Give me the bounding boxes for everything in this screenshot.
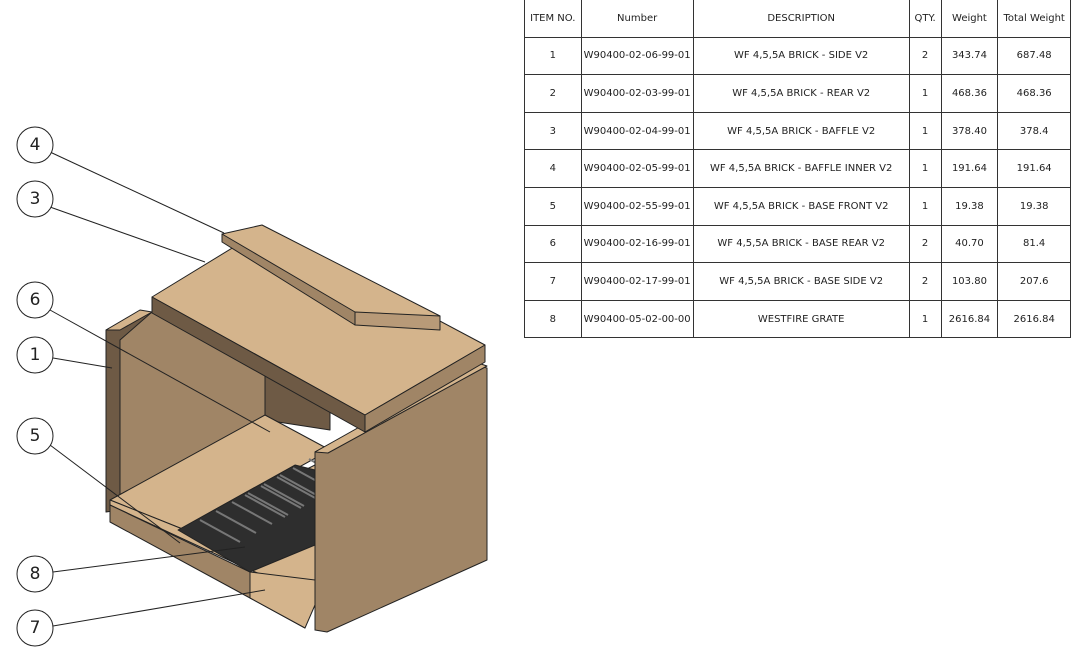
cell-qty: 2 bbox=[908, 36, 942, 76]
balloon-5: 5 bbox=[16, 417, 54, 455]
cell-total-weight: 207.6 bbox=[997, 262, 1071, 301]
cell-total-weight: 191.64 bbox=[997, 149, 1071, 188]
balloon-circle bbox=[16, 609, 54, 647]
header-description: DESCRIPTION bbox=[692, 0, 910, 38]
cell-item-no: 8 bbox=[524, 299, 582, 339]
grate-slot bbox=[260, 485, 302, 509]
isometric-assembly-drawing: 4 3 6 1 5 8 7 bbox=[16, 126, 488, 647]
cell-qty: 1 bbox=[908, 149, 942, 188]
cell-item-no: 7 bbox=[524, 262, 582, 301]
balloon-label: 5 bbox=[30, 426, 41, 446]
header-weight: Weight bbox=[940, 0, 999, 38]
balloon-label: 4 bbox=[30, 135, 41, 155]
grate-slot bbox=[231, 501, 273, 525]
cell-part-number: W90400-05-02-00-00 bbox=[580, 299, 694, 339]
cell-weight: 343.74 bbox=[940, 36, 999, 76]
header-item-no: ITEM NO. bbox=[524, 0, 582, 38]
cell-weight: 19.38 bbox=[940, 186, 999, 226]
grate-slot bbox=[244, 494, 286, 518]
balloon-8: 8 bbox=[16, 555, 54, 593]
balloon-label: 7 bbox=[30, 618, 41, 638]
cell-item-no: 5 bbox=[524, 186, 582, 226]
cell-item-no: 2 bbox=[524, 74, 582, 113]
balloon-circle bbox=[16, 126, 54, 164]
grate-slot bbox=[215, 510, 257, 534]
cell-part-number: W90400-02-04-99-01 bbox=[580, 111, 694, 151]
cell-item-no: 1 bbox=[524, 36, 582, 76]
cell-description: WESTFIRE GRATE bbox=[692, 299, 910, 339]
cell-qty: 1 bbox=[908, 186, 942, 226]
cell-part-number: W90400-02-05-99-01 bbox=[580, 149, 694, 188]
cell-qty: 1 bbox=[908, 111, 942, 151]
cell-item-no: 4 bbox=[524, 149, 582, 188]
cell-total-weight: 81.4 bbox=[997, 224, 1071, 264]
cell-total-weight: 687.48 bbox=[997, 36, 1071, 76]
balloon-6: 6 bbox=[16, 281, 54, 319]
cell-description: WF 4,5,5A BRICK - BAFFLE INNER V2 bbox=[692, 149, 910, 188]
cell-description: WF 4,5,5A BRICK - REAR V2 bbox=[692, 74, 910, 113]
cell-total-weight: 2616.84 bbox=[997, 299, 1071, 339]
cell-description: WF 4,5,5A BRICK - BASE SIDE V2 bbox=[692, 262, 910, 301]
base-side-front bbox=[249, 571, 316, 629]
balloon-circle bbox=[16, 417, 54, 455]
cell-qty: 1 bbox=[908, 74, 942, 113]
grate-slot bbox=[247, 492, 289, 516]
balloon-label: 8 bbox=[30, 564, 41, 584]
cell-item-no: 3 bbox=[524, 111, 582, 151]
balloon-circle bbox=[16, 281, 54, 319]
cell-part-number: W90400-02-17-99-01 bbox=[580, 262, 694, 301]
cell-weight: 378.40 bbox=[940, 111, 999, 151]
cell-weight: 103.80 bbox=[940, 262, 999, 301]
cell-part-number: W90400-02-03-99-01 bbox=[580, 74, 694, 113]
cell-item-no: 6 bbox=[524, 224, 582, 264]
cell-weight: 468.36 bbox=[940, 74, 999, 113]
cell-weight: 2616.84 bbox=[940, 299, 999, 339]
cell-description: WF 4,5,5A BRICK - BAFFLE V2 bbox=[692, 111, 910, 151]
balloon-7: 7 bbox=[16, 609, 54, 647]
cell-part-number: W90400-02-16-99-01 bbox=[580, 224, 694, 264]
baffle-right bbox=[364, 344, 486, 433]
cell-qty: 2 bbox=[908, 262, 942, 301]
balloon-label: 6 bbox=[30, 290, 41, 310]
grate-slot bbox=[279, 474, 321, 498]
cell-qty: 1 bbox=[908, 299, 942, 339]
cell-part-number: W90400-02-55-99-01 bbox=[580, 186, 694, 226]
cell-weight: 40.70 bbox=[940, 224, 999, 264]
cell-part-number: W90400-02-06-99-01 bbox=[580, 36, 694, 76]
cell-description: WF 4,5,5A BRICK - BASE FRONT V2 bbox=[692, 186, 910, 226]
table-header-row: ITEM NO. Number DESCRIPTION QTY. Weight … bbox=[524, 0, 1071, 38]
grate-slot bbox=[199, 519, 241, 543]
grate-slot bbox=[263, 483, 305, 507]
balloon-circle bbox=[16, 555, 54, 593]
bill-of-materials-table: ITEM NO. Number DESCRIPTION QTY. Weight … bbox=[524, 0, 1071, 339]
cell-description: WF 4,5,5A BRICK - SIDE V2 bbox=[692, 36, 910, 76]
grate-slot bbox=[276, 476, 318, 500]
balloon-3: 3 bbox=[16, 180, 54, 218]
cell-description: WF 4,5,5A BRICK - BASE REAR V2 bbox=[692, 224, 910, 264]
header-number: Number bbox=[580, 0, 694, 38]
baffle-inner-right bbox=[354, 311, 441, 331]
cell-total-weight: 19.38 bbox=[997, 186, 1071, 226]
header-qty: QTY. bbox=[908, 0, 942, 38]
balloon-circle bbox=[16, 180, 54, 218]
balloon-4: 4 bbox=[16, 126, 54, 164]
header-total-weight: Total Weight bbox=[997, 0, 1071, 38]
cell-total-weight: 468.36 bbox=[997, 74, 1071, 113]
balloon-label: 1 bbox=[30, 345, 41, 365]
cell-qty: 2 bbox=[908, 224, 942, 264]
balloon-1: 1 bbox=[16, 336, 54, 374]
cell-weight: 191.64 bbox=[940, 149, 999, 188]
balloon-circle bbox=[16, 336, 54, 374]
balloon-label: 3 bbox=[30, 189, 41, 209]
cell-total-weight: 378.4 bbox=[997, 111, 1071, 151]
